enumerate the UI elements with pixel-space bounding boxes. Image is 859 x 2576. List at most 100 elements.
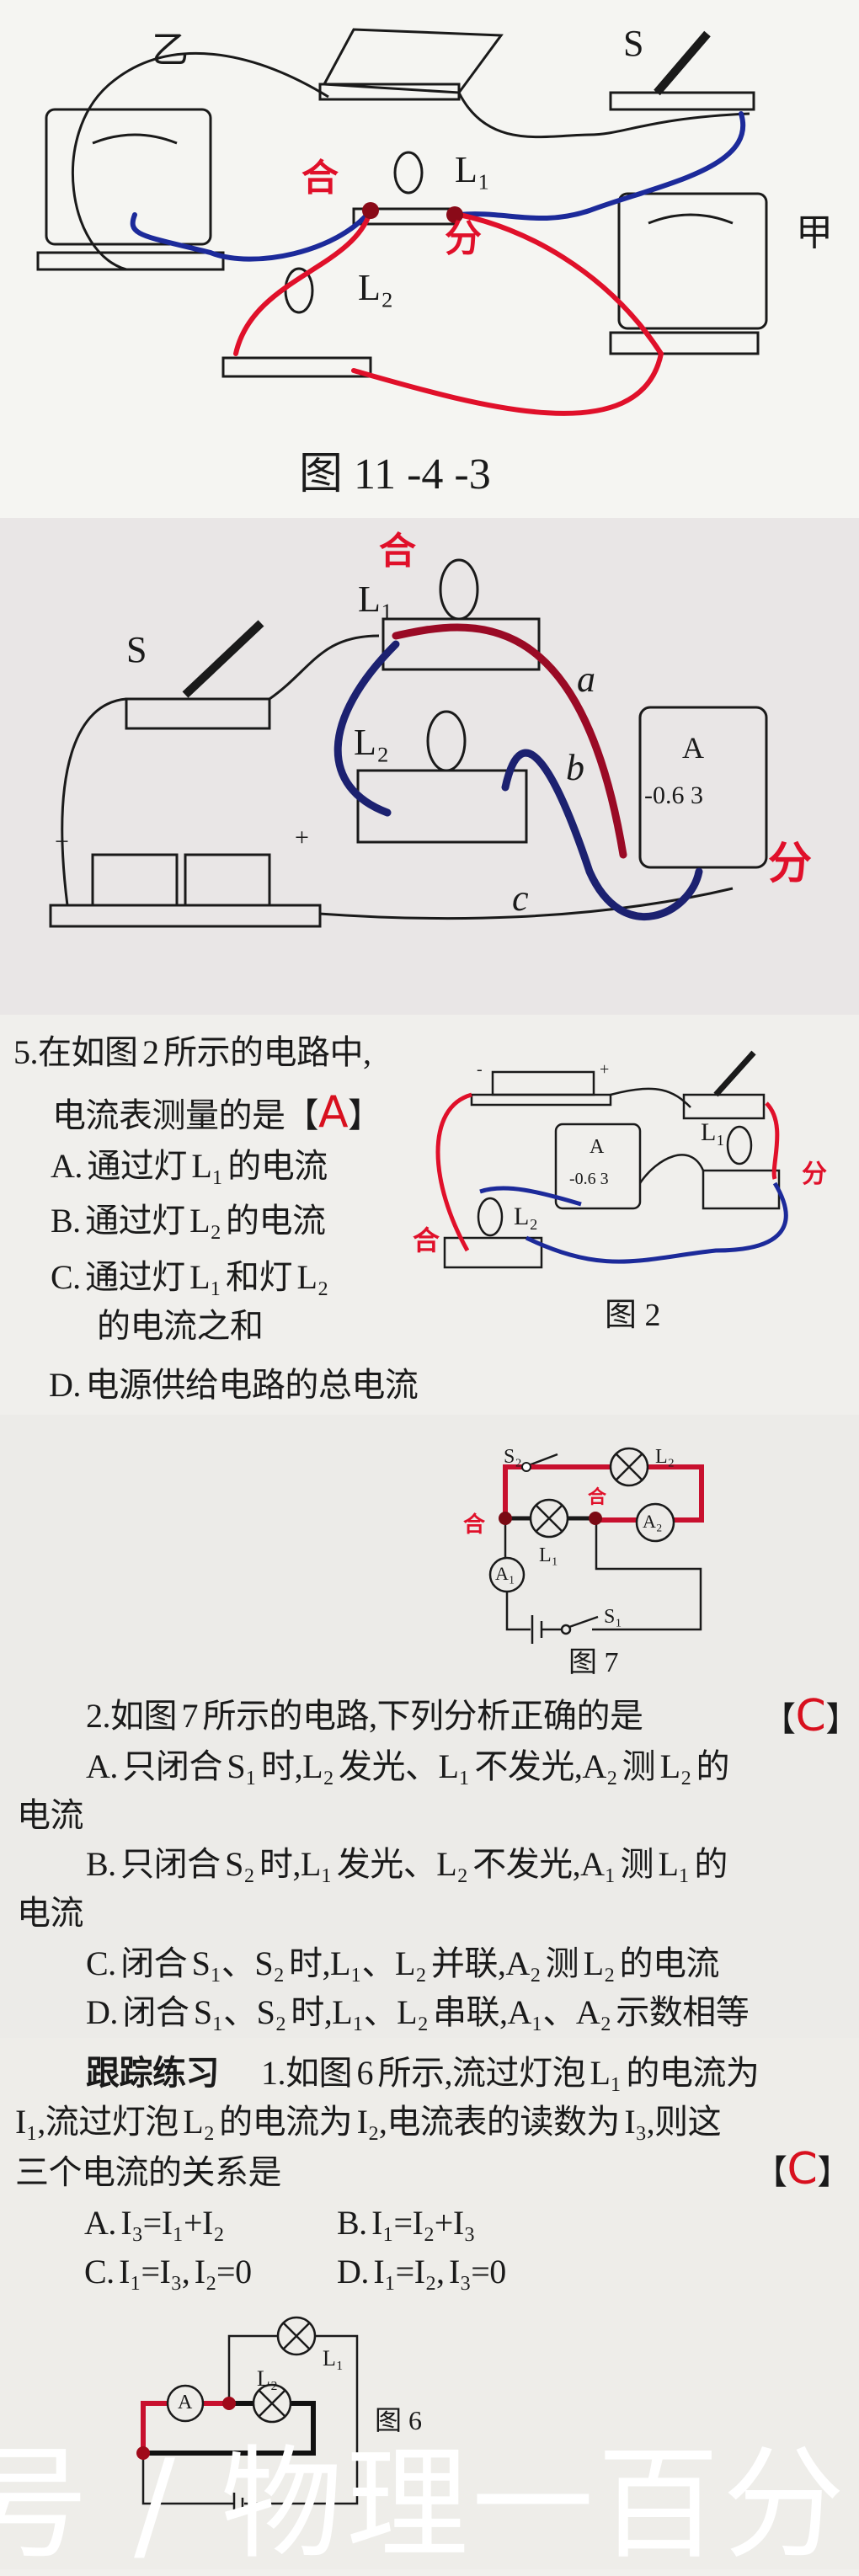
option-a: A. 只闭合 S₁ 时,L₂ 发光、L₁ 不发光,A₂ 测 L₂ 的: [86, 1747, 730, 1785]
fig2-annotation-he: 合: [413, 1224, 440, 1256]
question-stem-line1: 1.如图 6 所示,流过灯泡 L₁ 的电流为: [261, 2054, 760, 2092]
fig2-l1-label: L₁: [701, 1118, 725, 1146]
option-b: B. 只闭合 S₂ 时,L₁ 发光、L₂ 不发光,A₁ 测 L₁ 的: [86, 1845, 728, 1883]
figure-caption: 图 11 -4 -3: [299, 451, 491, 499]
fig7-caption: 图 7: [568, 1647, 619, 1678]
option-c: C. 通过灯 L₁ 和灯 L₂: [51, 1258, 328, 1296]
watermark: 号 / 物理一百分: [0, 2434, 849, 2576]
red-wire-a: [392, 623, 627, 859]
blue-wire: [456, 111, 746, 221]
bracket-close: 】: [825, 1700, 859, 1738]
battery-icon: [531, 1615, 543, 1644]
option-d: D. 电源供给电路的总电流: [49, 1366, 419, 1404]
fig6-caption: 图 6: [375, 2405, 423, 2435]
switch-base: [125, 697, 271, 730]
option-a: A. I₃=I₁+I₂: [84, 2204, 225, 2242]
switch-label: S: [126, 629, 147, 670]
ammeter-jia-label: 甲: [796, 212, 833, 253]
lamp-l1-icon: [393, 151, 424, 195]
lamp-l2-icon: [426, 710, 467, 772]
bracket-close: 】: [817, 2153, 851, 2191]
annotation-he: 合: [379, 530, 416, 573]
option-a-cont: 电流: [17, 1796, 84, 1834]
bracket-open: 【: [762, 1700, 796, 1738]
bracket-close: 】: [348, 1096, 381, 1134]
ammeter-yi-icon: [45, 108, 212, 246]
fig7-l1-label: L₁: [539, 1544, 559, 1566]
lamp-l1-label: L₁: [455, 149, 491, 190]
ammeter-icon: [638, 706, 768, 869]
fig6-l1-label: L₁: [323, 2346, 344, 2371]
fig2-battery-plus: +: [600, 1060, 610, 1079]
annotation-fen: 分: [445, 217, 482, 260]
ammeter-jia-icon: [617, 192, 768, 330]
option-c: C. I₁=I₃, I₂=0: [84, 2253, 252, 2291]
fig2-ammeter-symbol: A: [590, 1136, 605, 1158]
battery-plus: +: [295, 824, 309, 851]
fig2-annotation-fen: 分: [802, 1160, 827, 1189]
red-wire: [435, 1092, 472, 1252]
lamp-l1-icon: [726, 1125, 753, 1165]
fig7-l2-label: L₂: [655, 1446, 675, 1468]
annotation-fen: 分: [768, 839, 813, 889]
fig7-s1-label: S₁: [604, 1606, 622, 1628]
fig2-battery-minus: -: [477, 1060, 483, 1079]
lamp-l1-label: L₁: [358, 579, 394, 620]
option-c-cont: 的电流之和: [97, 1307, 264, 1345]
question-stem-line2: 电流表测量的是【A】: [52, 1091, 381, 1134]
stem-text: 电流表测量的是【: [52, 1096, 319, 1134]
fig6-ammeter-symbol: A: [178, 2392, 193, 2413]
lamp-l2-icon: [477, 1197, 504, 1237]
figure-6-drawing: [136, 2316, 359, 2515]
practice-question: 跟踪练习 1.如图 6 所示,流过灯泡 L₁ 的电流为 I₁,流过灯泡 L₂ 的…: [0, 2038, 859, 2569]
fig7-a1-label: A₁: [495, 1563, 515, 1584]
lamp-l2-label: L₂: [358, 267, 394, 308]
fig7-a2-label: A₂: [643, 1511, 663, 1532]
fig2-caption: 图 2: [605, 1298, 661, 1333]
blue-wire: [525, 1181, 788, 1264]
figure-11-4-3-photo: 乙 S L₁ 甲 L₂ 合 分 图 11 -4 -3: [0, 0, 859, 518]
circuit-drawing: [49, 558, 768, 928]
fig2-ammeter-scale: -0.6 3: [569, 1170, 609, 1188]
wire-b-label: b: [566, 747, 584, 788]
handwritten-answer: C: [787, 2144, 818, 2195]
battery-minus: −: [55, 828, 69, 856]
handwritten-answer: C: [795, 1691, 826, 1741]
option-b: B. I₁=I₂+I₃: [337, 2204, 476, 2242]
blue-wire-l2: [333, 640, 400, 817]
ammeter-scale: -0.6 3: [644, 781, 703, 809]
battery-holder-icon: [49, 904, 322, 928]
wire-a-label: a: [577, 659, 595, 700]
switch-lever-icon: [654, 30, 711, 96]
figure-7-drawing: [488, 1447, 704, 1644]
question-stem: 2.如图 7 所示的电路,下列分析正确的是: [86, 1697, 643, 1735]
question-stem-line2: I₁,流过灯泡 L₂ 的电流为 I₂,电流表的读数为 I₃,则这: [15, 2103, 722, 2141]
blue-wire-b: [501, 749, 703, 921]
practice-heading: 跟踪练习: [86, 2054, 220, 2093]
figure-abc-photo: S L₁ L₂ a b c A -0.6 3 − + 合 分: [0, 518, 859, 1015]
question-5: 5.在如图 2 所示的电路中, 电流表测量的是【A】 A. 通过灯 L₁ 的电流…: [0, 1015, 859, 1415]
ammeter-a2-icon: [635, 1502, 675, 1543]
fig7-s2-label: S₂: [504, 1446, 522, 1468]
fig7-annotation-he-1: 合: [463, 1512, 486, 1538]
answer-bracket: 【C】: [754, 2147, 851, 2191]
option-b-cont: 电流: [17, 1894, 84, 1932]
ammeter-symbol: A: [682, 731, 704, 765]
fig2-l2-label: L₂: [514, 1203, 538, 1230]
fig7-annotation-he-2: 合: [588, 1487, 607, 1508]
switch-label: S: [623, 23, 644, 64]
bracket-open: 【: [754, 2153, 787, 2191]
circuit-drawing: [36, 28, 768, 416]
ammeter-icon: [166, 2384, 205, 2423]
fig6-l2-label: L₂: [257, 2366, 278, 2391]
question-stem-line3: 三个电流的关系是: [15, 2153, 282, 2191]
option-c: C. 闭合 S₁、S₂ 时,L₁、L₂ 并联,A₂ 测 L₂ 的电流: [86, 1944, 720, 1982]
lamp-l2-label: L₂: [354, 722, 390, 763]
answer-bracket: 【C】: [762, 1694, 859, 1738]
option-a: A. 通过灯 L₁ 的电流: [51, 1147, 328, 1185]
ammeter-yi-label: 乙: [152, 29, 189, 71]
lamp-l1-icon: [439, 558, 479, 621]
question-2: S₂ L₂ L₁ A₁ A₂ S₁ 合 合 图 7 2.如图 7 所示的电路,下…: [0, 1415, 859, 2038]
switch-base: [609, 91, 755, 111]
switch-s1-icon: [560, 1624, 572, 1635]
